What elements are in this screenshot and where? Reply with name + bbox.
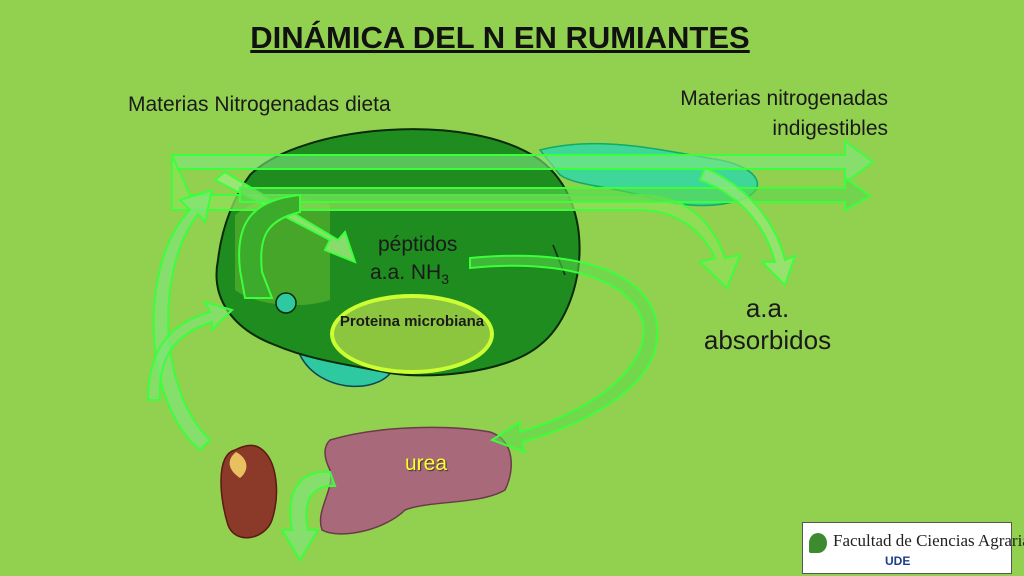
- page-title: DINÁMICA DEL N EN RUMIANTES: [250, 20, 750, 55]
- protein-ellipse: [330, 294, 494, 374]
- label-peptidos: péptidos: [378, 233, 458, 256]
- liver-to-kidney-arrow: [280, 470, 337, 562]
- leaf-icon: [809, 533, 827, 553]
- faculty-logo: Facultad de Ciencias Agrarias UDE: [802, 522, 1024, 574]
- rumen-outlet: [275, 292, 297, 314]
- label-aa-absorbidos: a.a. absorbidos: [703, 293, 832, 355]
- recycle-arrow: [238, 193, 301, 299]
- urea-recycle-arrow: [146, 300, 234, 401]
- flow-arrow-indigestible: [171, 139, 875, 185]
- label-aa-nh3: a.a. NH3: [370, 261, 449, 287]
- label-nh3-subscript: 3: [441, 271, 449, 288]
- label-aa-nh3-text: a.a. NH: [370, 261, 442, 284]
- nh3-to-liver-arrow: [469, 254, 659, 454]
- label-dietary-nitrogen: Materias Nitrogenadas dieta: [128, 93, 391, 116]
- label-proteina-microbiana: Proteina microbiana: [339, 313, 485, 330]
- label-urea: urea: [405, 452, 448, 475]
- label-indigestible-nitrogen: Materias nitrogenadas indigestibles: [680, 87, 888, 140]
- flow-arrow-second: [239, 176, 872, 212]
- logo-subtext: UDE: [885, 554, 911, 568]
- flow-arrow-to-aa: [698, 166, 797, 287]
- logo-text: Facultad de Ciencias Agrarias: [833, 531, 1024, 550]
- kidney: [220, 444, 278, 539]
- liver: [319, 426, 512, 535]
